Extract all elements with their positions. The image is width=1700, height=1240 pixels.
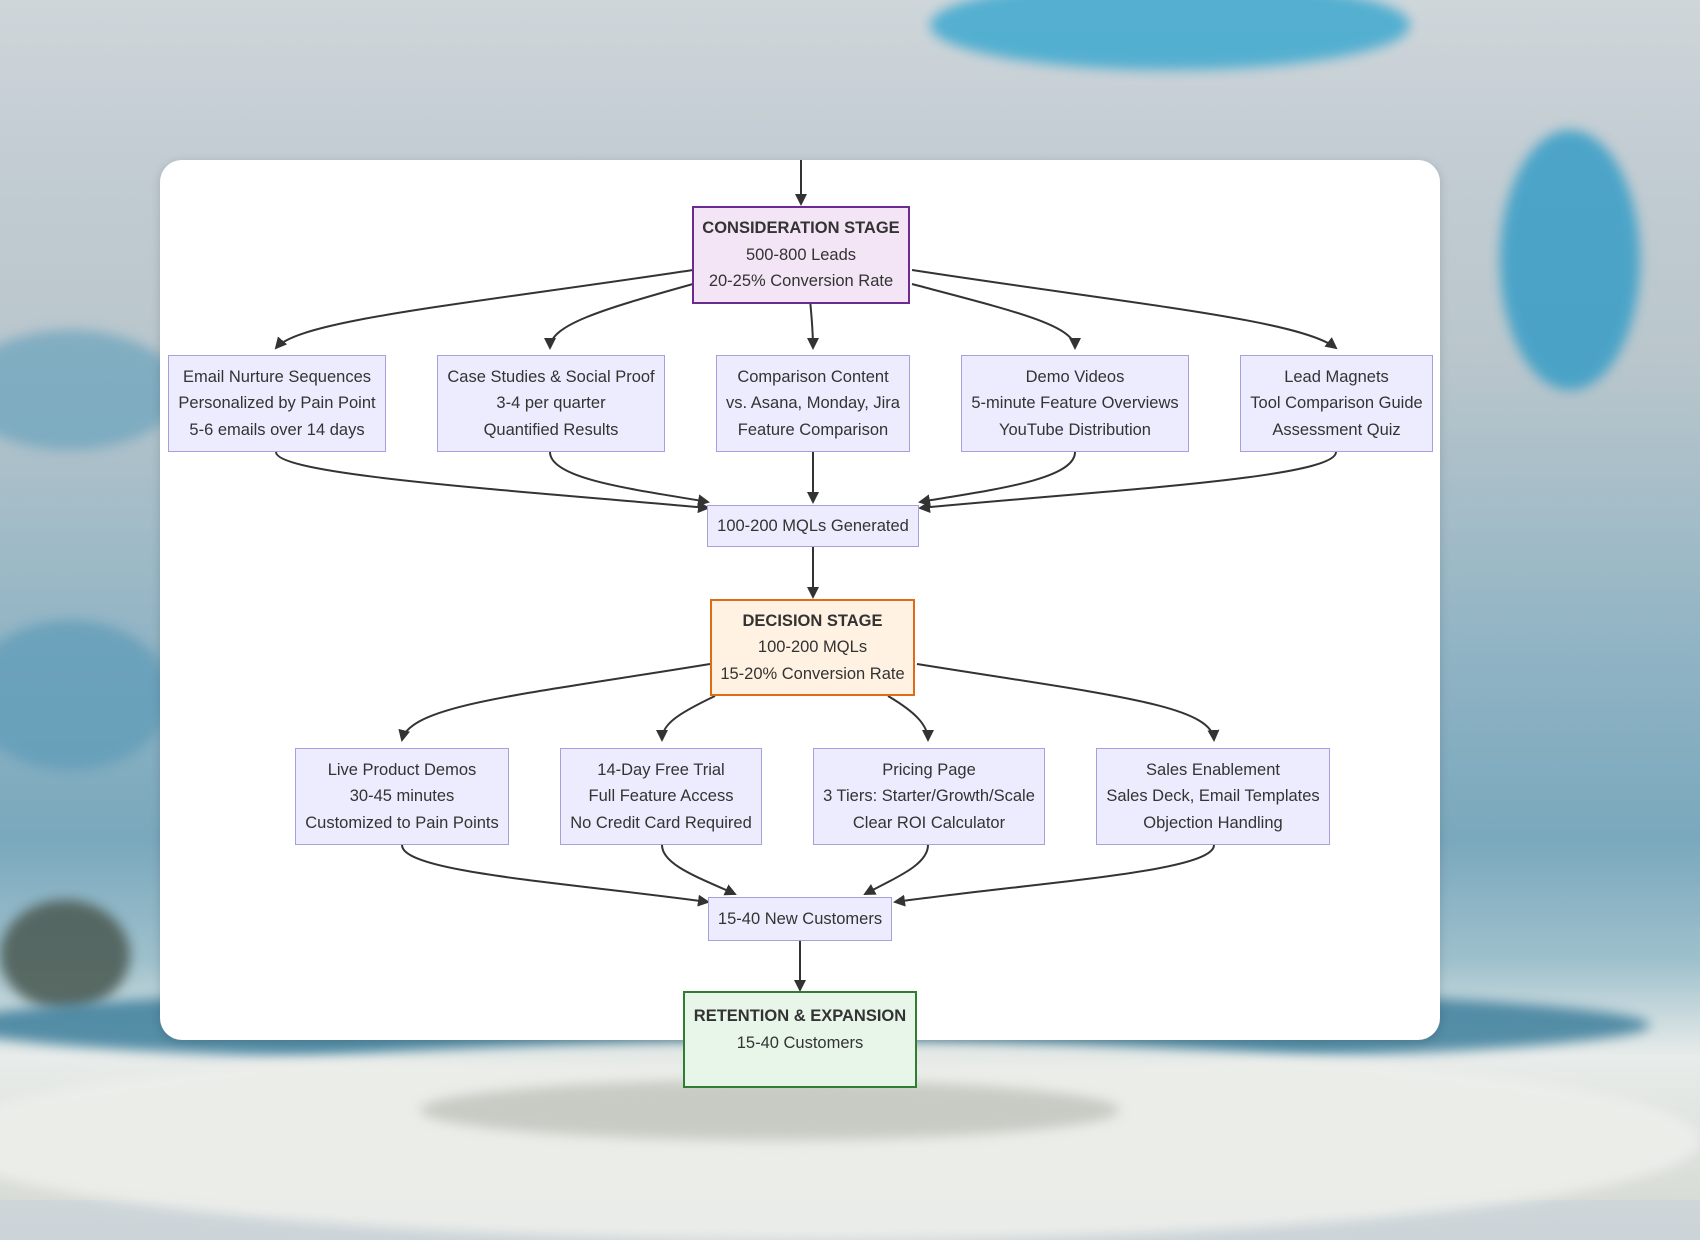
tactic-line: Case Studies & Social Proof: [447, 367, 655, 386]
customers-label: 15-40 New Customers: [717, 909, 883, 928]
edge-decision-pricing: [887, 695, 934, 742]
edge-consideration-comparison: [806, 299, 819, 350]
tactic-line: Quantified Results: [483, 420, 619, 439]
tactic-line: Tool Comparison Guide: [1250, 394, 1423, 413]
tactic-line: Comparison Content: [737, 367, 889, 386]
mqls-label: 100-200 MQLs Generated: [717, 516, 909, 535]
tactic-line: Assessment Quiz: [1272, 420, 1401, 439]
consideration-title: CONSIDERATION STAGE: [702, 219, 900, 238]
mqls-generated-node: 100-200 MQLs Generated: [707, 505, 919, 547]
tactic-line: Sales Enablement: [1146, 760, 1280, 779]
edge-consideration-case: [544, 283, 694, 350]
tactic-line: Objection Handling: [1143, 813, 1283, 832]
retention-customers: 15-40 Customers: [736, 1033, 864, 1052]
flow-edges: [274, 160, 1338, 992]
retention-stage-node: RETENTION & EXPANSION 15-40 Customers: [683, 991, 917, 1088]
tactic-line: vs. Asana, Monday, Jira: [726, 394, 900, 413]
new-customers-node: 15-40 New Customers: [708, 897, 892, 941]
edge-decision-demos: [398, 663, 711, 742]
decision-rate: 15-20% Conversion Rate: [720, 664, 905, 683]
tactic-live-demos: Live Product Demos 30-45 minutes Customi…: [295, 748, 509, 845]
edge-lead-mqls: [918, 451, 1337, 514]
decision-stage-node: DECISION STAGE 100-200 MQLs 15-20% Conve…: [710, 599, 915, 696]
consideration-rate: 20-25% Conversion Rate: [708, 272, 894, 291]
tactic-pricing-page: Pricing Page 3 Tiers: Starter/Growth/Sca…: [813, 748, 1045, 845]
edge-demo-mqls: [918, 451, 1076, 507]
tactic-line: 5-minute Feature Overviews: [971, 394, 1179, 413]
tactic-line: 5-6 emails over 14 days: [189, 420, 365, 439]
tactic-line: Pricing Page: [882, 760, 976, 779]
tactic-free-trial: 14-Day Free Trial Full Feature Access No…: [560, 748, 762, 845]
tactic-line: YouTube Distribution: [999, 420, 1151, 439]
tactic-comparison-content: Comparison Content vs. Asana, Monday, Ji…: [716, 355, 910, 452]
diagram-panel: CONSIDERATION STAGE 500-800 Leads 20-25%…: [160, 160, 1440, 1088]
tactic-line: 3 Tiers: Starter/Growth/Scale: [823, 787, 1035, 806]
tactic-demo-videos: Demo Videos 5-minute Feature Overviews Y…: [961, 355, 1189, 452]
tactic-line: Clear ROI Calculator: [852, 813, 1006, 832]
tactic-line: Full Feature Access: [588, 787, 734, 806]
tactic-line: Sales Deck, Email Templates: [1106, 787, 1320, 806]
edge-demos-customers: [401, 844, 710, 907]
tactic-line: 3-4 per quarter: [496, 394, 606, 413]
edge-pricing-customers: [863, 844, 929, 895]
tactic-email-nurture: Email Nurture Sequences Personalized by …: [168, 355, 386, 452]
tactic-sales-enablement: Sales Enablement Sales Deck, Email Templ…: [1096, 748, 1330, 845]
tree-shape: [0, 900, 130, 1010]
edge-email-mqls: [275, 451, 710, 514]
tactic-line: 30-45 minutes: [349, 787, 455, 806]
tactic-case-studies: Case Studies & Social Proof 3-4 per quar…: [437, 355, 665, 452]
tactic-line: 14-Day Free Trial: [597, 760, 725, 779]
edge-decision-sales: [916, 663, 1220, 742]
decision-title: DECISION STAGE: [742, 611, 883, 630]
tactic-line: Demo Videos: [1025, 367, 1125, 386]
tactic-line: Email Nurture Sequences: [182, 367, 371, 386]
tactic-line: Customized to Pain Points: [305, 813, 499, 832]
tactic-line: No Credit Card Required: [570, 813, 752, 832]
consideration-stage-node: CONSIDERATION STAGE 500-800 Leads 20-25%…: [692, 206, 910, 304]
tactic-line: Live Product Demos: [327, 760, 477, 779]
decision-mqls: 100-200 MQLs: [757, 638, 868, 657]
edge-consideration-lead: [911, 269, 1338, 350]
tactic-line: Personalized by Pain Point: [178, 394, 376, 413]
edge-trial-customers: [661, 844, 737, 896]
retention-title: RETENTION & EXPANSION: [693, 1007, 907, 1025]
tactic-line: Lead Magnets: [1284, 367, 1389, 386]
edge-decision-trial: [656, 695, 716, 742]
consideration-leads: 500-800 Leads: [745, 245, 857, 264]
tactic-lead-magnets: Lead Magnets Tool Comparison Guide Asses…: [1240, 355, 1433, 452]
edge-consideration-demo: [911, 283, 1081, 350]
edge-sales-customers: [893, 844, 1215, 907]
edge-consideration-email: [274, 269, 694, 350]
edge-case-mqls: [549, 451, 710, 507]
tactic-line: Feature Comparison: [737, 420, 889, 439]
